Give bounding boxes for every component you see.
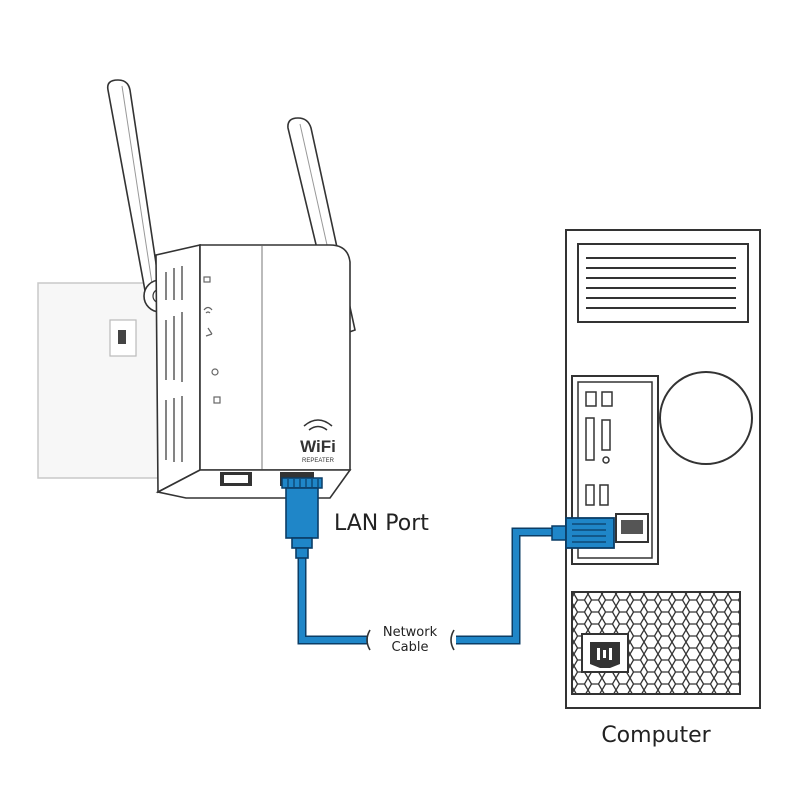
wall-outlet-icon xyxy=(37,282,171,479)
rj45-connector-icon xyxy=(281,477,323,559)
network-cable-label-line2: Cable xyxy=(392,640,429,655)
network-cable xyxy=(297,527,552,651)
wifi-repeater-device: WiFi REPEATER xyxy=(106,79,356,499)
wifi-logo: WiFi REPEATER xyxy=(300,419,336,464)
repeater-logo-text: REPEATER xyxy=(302,458,335,464)
power-socket-icon xyxy=(581,633,629,673)
rj45-connector-computer xyxy=(551,517,615,549)
computer-label: Computer xyxy=(601,723,711,748)
network-cable-label-line1: Network xyxy=(383,625,438,640)
lan-port-label: LAN Port xyxy=(334,511,429,536)
wifi-logo-text: WiFi xyxy=(300,437,336,456)
